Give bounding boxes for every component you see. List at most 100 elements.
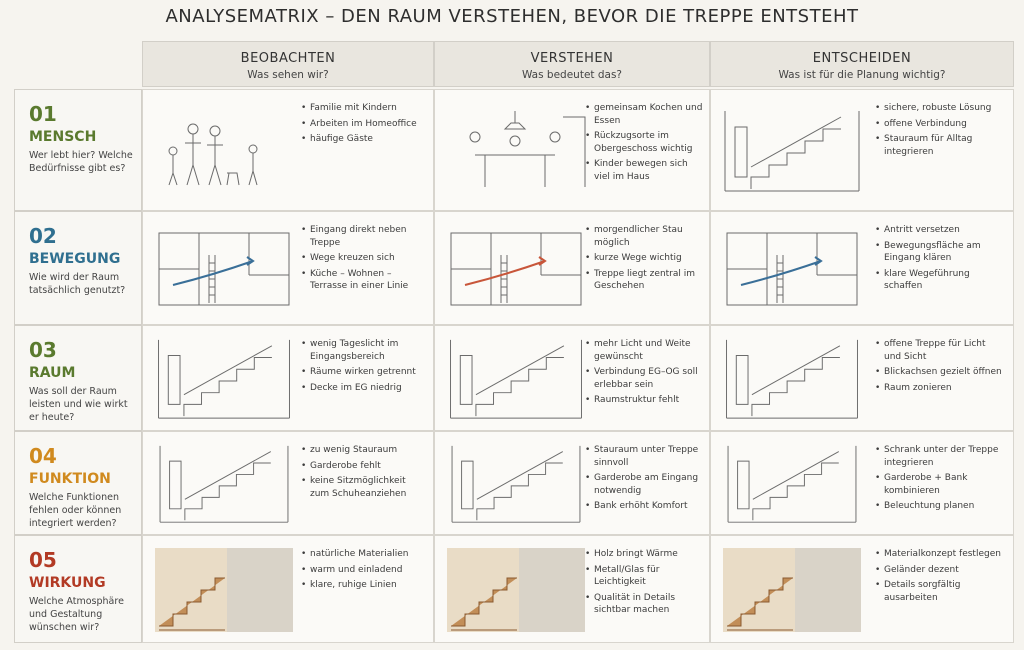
- bullet-item: Küche – Wohnen – Terrasse in einer Linie: [301, 268, 425, 293]
- row-question: Welche Funktionen fehlen oder können int…: [29, 492, 122, 529]
- column-subtitle: Was sehen wir?: [247, 69, 329, 81]
- row-question: Welche Atmosphäre und Gestaltung wünsche…: [29, 596, 124, 633]
- wood-stair-photo: [155, 548, 293, 632]
- matrix-cell: wenig Tageslicht im EingangsbereichRäume…: [142, 325, 434, 431]
- matrix-cell: morgendlicher Stau möglich kurze Wege wic…: [434, 211, 710, 325]
- matrix-cell: Stauraum unter Treppe sinnvollGarderobe …: [434, 431, 710, 535]
- row-category: MENSCH: [29, 129, 97, 145]
- row-category: RAUM: [29, 365, 76, 381]
- sketch-illustration: [445, 100, 587, 202]
- bullet-list: gemeinsam Kochen und EssenRückzugsorte i…: [585, 102, 703, 186]
- bullet-item: Materialkonzept festlegen: [875, 548, 1003, 561]
- bullet-item: Qualität in Details sichtbar machen: [585, 592, 703, 617]
- bullet-list: Eingang direkt neben TreppeWege kreuzen …: [301, 224, 425, 296]
- bullet-item: morgendlicher Stau möglich: [585, 224, 703, 249]
- sketch-illustration: [721, 100, 863, 202]
- bullet-item: Räume wirken getrennt: [301, 366, 425, 379]
- bullet-item: Bank erhöht Komfort: [585, 500, 703, 513]
- column-title: BEOBACHTEN: [240, 51, 336, 66]
- column-header-beobachten: BEOBACHTEN Was sehen wir?: [142, 41, 434, 87]
- row-question: Wer lebt hier? Welche Bedürfnisse gibt e…: [29, 150, 133, 174]
- living-room-sketch: [158, 339, 290, 419]
- sketch-illustration: [721, 222, 863, 316]
- bullet-list: Familie mit KindernArbeiten im Homeoffic…: [301, 102, 425, 149]
- bullet-item: Raum zonieren: [875, 382, 1003, 395]
- bullet-list: mehr Licht und Weite gewünschtVerbindung…: [585, 338, 703, 410]
- page-title: ANALYSEMATRIX – DEN RAUM VERSTEHEN, BEVO…: [165, 6, 859, 27]
- matrix-cell: offene Treppe für Licht und SichtBlickac…: [710, 325, 1014, 431]
- sketch-illustration: [721, 546, 863, 634]
- floorplan-arrows-sketch: [158, 232, 290, 306]
- bullet-item: Bewegungsfläche am Eingang klären: [875, 240, 1003, 265]
- row-number: 04: [29, 444, 57, 468]
- bullet-item: Treppe liegt zentral im Geschehen: [585, 268, 703, 293]
- room-perspective-sketch: [450, 339, 582, 419]
- column-header-entscheiden: ENTSCHEIDEN Was ist für die Planung wicht…: [710, 41, 1014, 87]
- bullet-item: Holz bringt Wärme: [585, 548, 703, 561]
- row-number: 01: [29, 102, 57, 126]
- bullet-list: Antritt versetzenBewegungsfläche am Eing…: [875, 224, 1003, 296]
- sketch-illustration: [721, 336, 863, 422]
- staircase-railing-sketch: [724, 111, 860, 192]
- bullet-item: Antritt versetzen: [875, 224, 1003, 237]
- sketch-illustration: [153, 336, 295, 422]
- floorplan-red-arrows-sketch: [450, 232, 582, 306]
- sketch-illustration: [153, 546, 295, 634]
- bullet-item: natürliche Materialien: [301, 548, 425, 561]
- bullet-item: mehr Licht und Weite gewünscht: [585, 338, 703, 363]
- bullet-list: wenig Tageslicht im EingangsbereichRäume…: [301, 338, 425, 397]
- row-category: BEWEGUNG: [29, 251, 121, 267]
- sketch-illustration: [153, 100, 295, 202]
- stair-shelves-sketch: [451, 445, 581, 523]
- row-number: 02: [29, 224, 57, 248]
- stair-storage-sketch: [159, 445, 289, 523]
- floorplan-blue-arrows-sketch: [726, 232, 858, 306]
- matrix-cell: gemeinsam Kochen und EssenRückzugsorte i…: [434, 89, 710, 211]
- row-number: 03: [29, 338, 57, 362]
- column-title: ENTSCHEIDEN: [812, 51, 912, 66]
- matrix-cell: Materialkonzept festlegenGeländer dezent…: [710, 535, 1014, 643]
- bullet-item: Stauraum für Alltag integrieren: [875, 133, 1003, 158]
- sketch-illustration: [445, 222, 587, 316]
- bullet-item: Garderobe am Eingang notwendig: [585, 472, 703, 497]
- sketch-illustration: [445, 336, 587, 422]
- bullet-item: Raumstruktur fehlt: [585, 394, 703, 407]
- sketch-illustration: [153, 442, 295, 526]
- bullet-item: klare Wegeführung schaffen: [875, 268, 1003, 293]
- bullet-item: Familie mit Kindern: [301, 102, 425, 115]
- bullet-item: Verbindung EG–OG soll erlebbar sein: [585, 366, 703, 391]
- matrix-cell: Schrank unter der Treppe integrierenGard…: [710, 431, 1014, 535]
- open-stair-sketch: [726, 339, 858, 419]
- stair-wardrobe-sketch: [727, 445, 857, 523]
- family-sketch: [168, 123, 258, 186]
- bullet-item: offene Treppe für Licht und Sicht: [875, 338, 1003, 363]
- wood-material-photo: [447, 548, 585, 632]
- column-subtitle: Was ist für die Planung wichtig?: [778, 69, 946, 81]
- sketch-illustration: [721, 442, 863, 526]
- bullet-item: Details sorgfältig ausarbeiten: [875, 579, 1003, 604]
- bullet-item: Schrank unter der Treppe integrieren: [875, 444, 1003, 469]
- bullet-item: keine Sitzmöglichkeit zum Schuheanziehen: [301, 475, 425, 500]
- bullet-item: Blickachsen gezielt öffnen: [875, 366, 1003, 379]
- bullet-item: kurze Wege wichtig: [585, 252, 703, 265]
- sketch-illustration: [153, 222, 295, 316]
- bullet-item: warm und einladend: [301, 564, 425, 577]
- column-title: VERSTEHEN: [530, 51, 614, 66]
- bullet-list: zu wenig StauraumGarderobe fehltkeine Si…: [301, 444, 425, 503]
- bullet-list: natürliche Materialien warm und einladend…: [301, 548, 425, 595]
- bullet-item: Kinder bewegen sich viel im Haus: [585, 158, 703, 183]
- bullet-item: Wege kreuzen sich: [301, 252, 425, 265]
- bullet-item: Garderobe + Bank kombinieren: [875, 472, 1003, 497]
- row-question: Wie wird der Raum tatsächlich genutzt?: [29, 272, 126, 296]
- finished-stair-photo: [723, 548, 861, 632]
- matrix-cell: Eingang direkt neben TreppeWege kreuzen …: [142, 211, 434, 325]
- matrix-cell: mehr Licht und Weite gewünschtVerbindung…: [434, 325, 710, 431]
- matrix-cell: Antritt versetzenBewegungsfläche am Eing…: [710, 211, 1014, 325]
- bullet-item: Beleuchtung planen: [875, 500, 1003, 513]
- dining-sketch: [469, 111, 586, 187]
- bullet-item: Rückzugsorte im Obergeschoss wichtig: [585, 130, 703, 155]
